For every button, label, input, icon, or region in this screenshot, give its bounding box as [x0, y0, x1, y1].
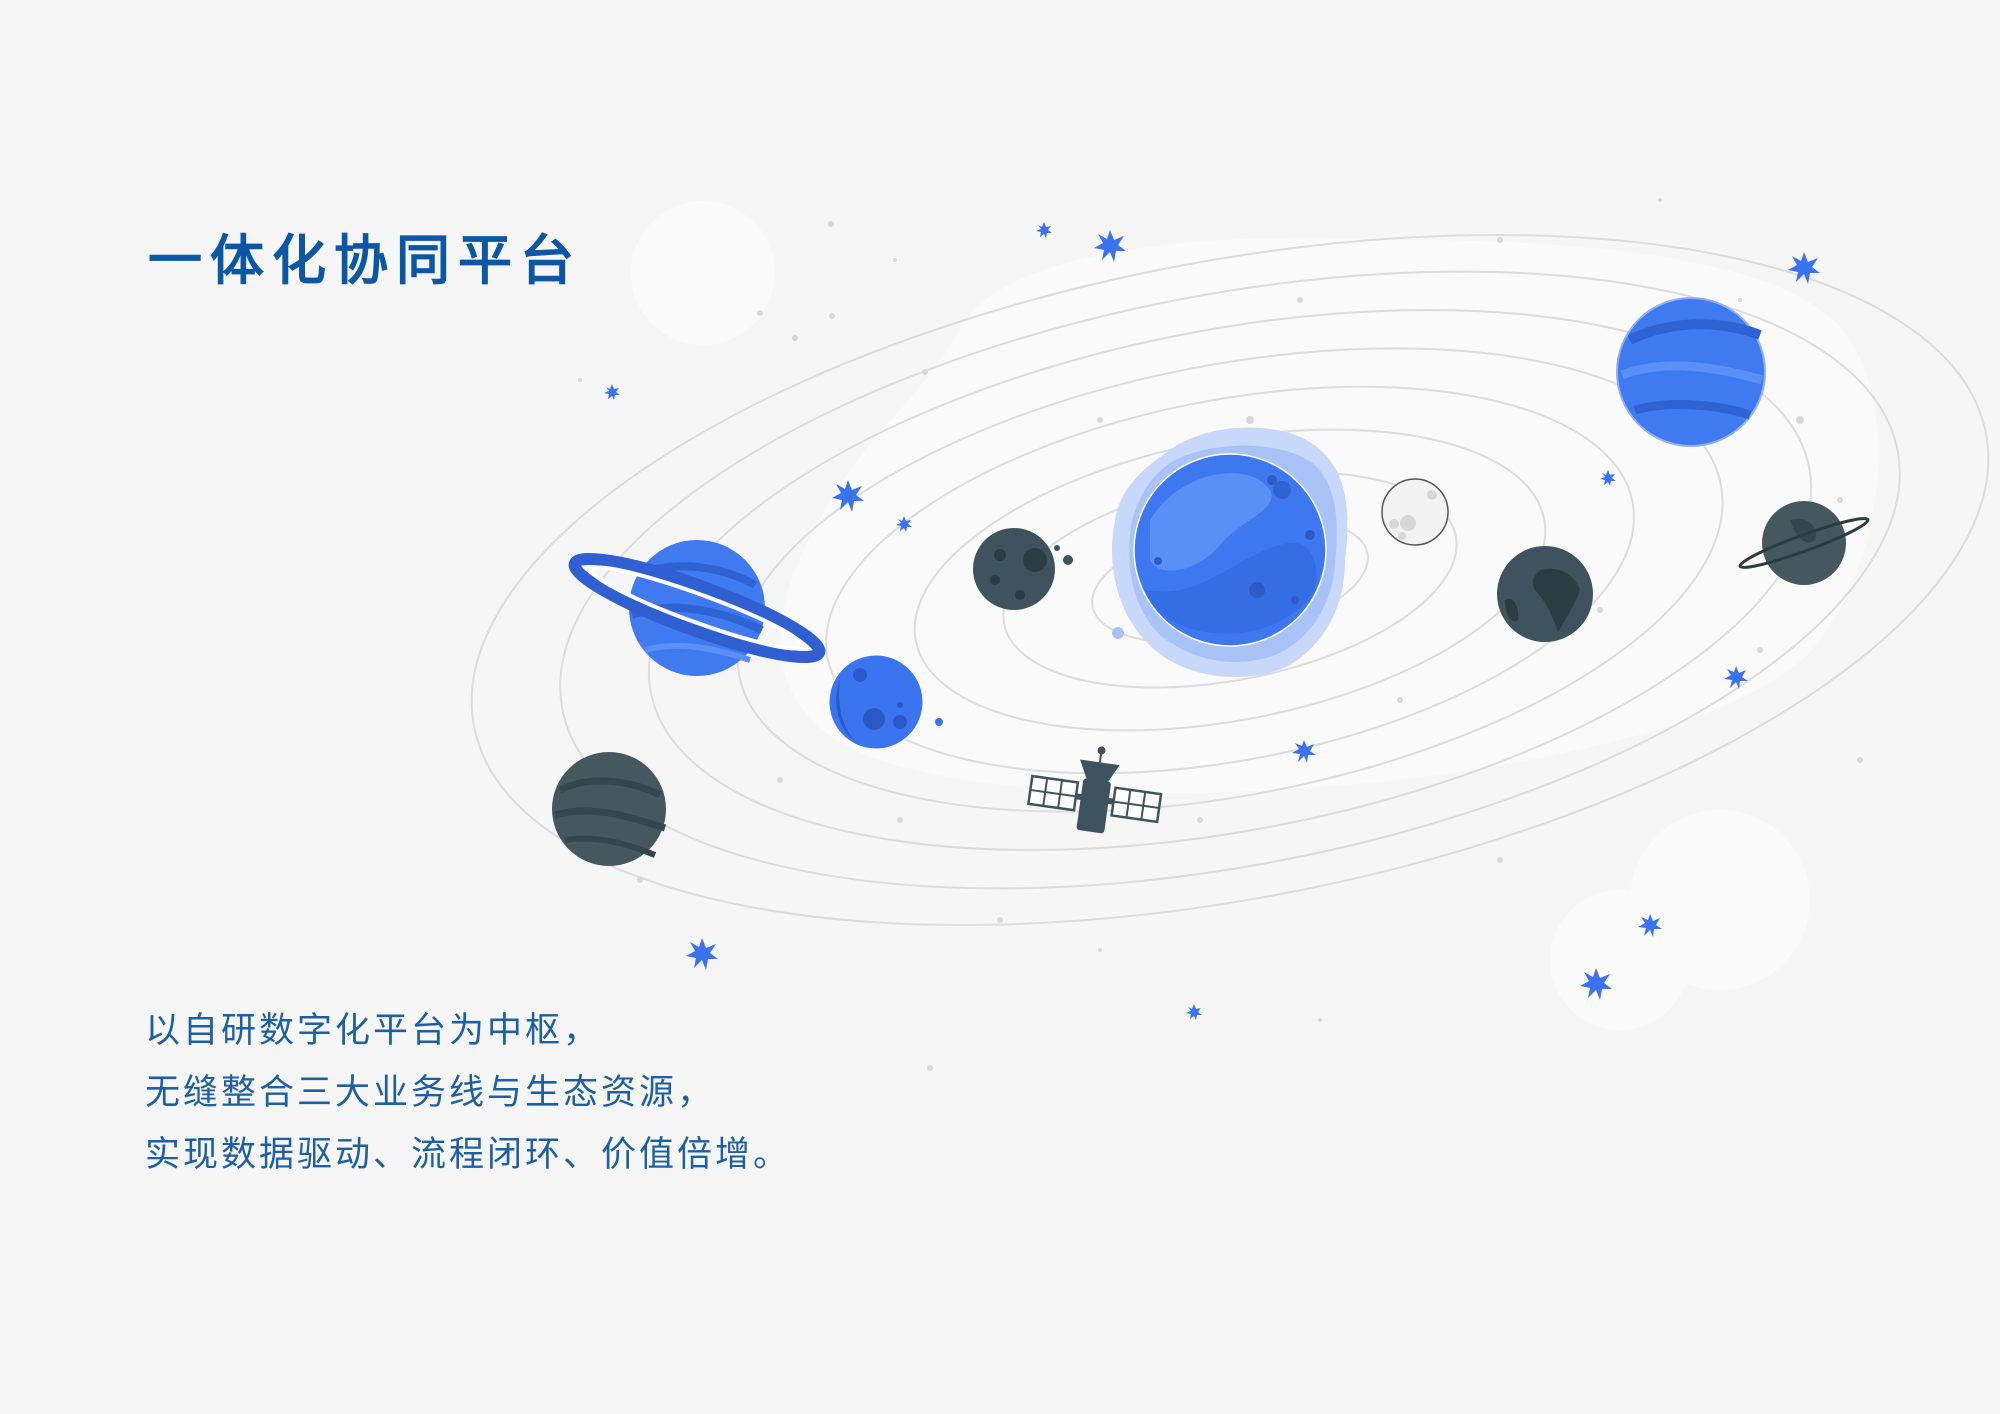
star-icon — [1580, 968, 1612, 1000]
orbits — [470, 233, 1990, 927]
central-blue-planet — [1111, 427, 1348, 677]
description-line-1: 以自研数字化平台为中枢， — [145, 1011, 602, 1051]
description-line-3: 实现数据驱动、流程闭环、价值倍增。 — [145, 1135, 792, 1175]
white-moon — [1381, 478, 1449, 546]
dark-striped-planet — [552, 752, 667, 866]
star-icon — [1094, 230, 1126, 262]
star-icons — [604, 222, 1820, 1020]
blue-moon-planet — [828, 654, 943, 750]
description-line-2: 无缝整合三大业务线与生态资源， — [145, 1073, 716, 1113]
page-title: 一体化协同平台 — [148, 229, 582, 292]
dark-ringed-planet — [1738, 501, 1870, 585]
star-icon — [1724, 666, 1748, 689]
star-icon — [1638, 914, 1662, 937]
description: 以自研数字化平台为中枢， 无缝整合三大业务线与生态资源， 实现数据驱动、流程闭环… — [145, 1000, 791, 1186]
large-blue-planet — [1616, 297, 1766, 447]
star-icon — [1186, 1004, 1202, 1020]
star-icon — [686, 938, 718, 970]
ringed-blue-planet — [568, 540, 826, 676]
star-icon — [896, 516, 912, 532]
satellite-icon — [1026, 746, 1163, 834]
star-icon — [1788, 252, 1820, 284]
dark-cratered-moon — [973, 528, 1073, 610]
earth-planet — [1497, 546, 1593, 642]
star-icon — [832, 480, 864, 512]
star-icon — [1600, 470, 1616, 486]
star-icon — [1036, 222, 1052, 238]
star-icon — [604, 384, 620, 400]
star-icon — [1292, 740, 1316, 763]
